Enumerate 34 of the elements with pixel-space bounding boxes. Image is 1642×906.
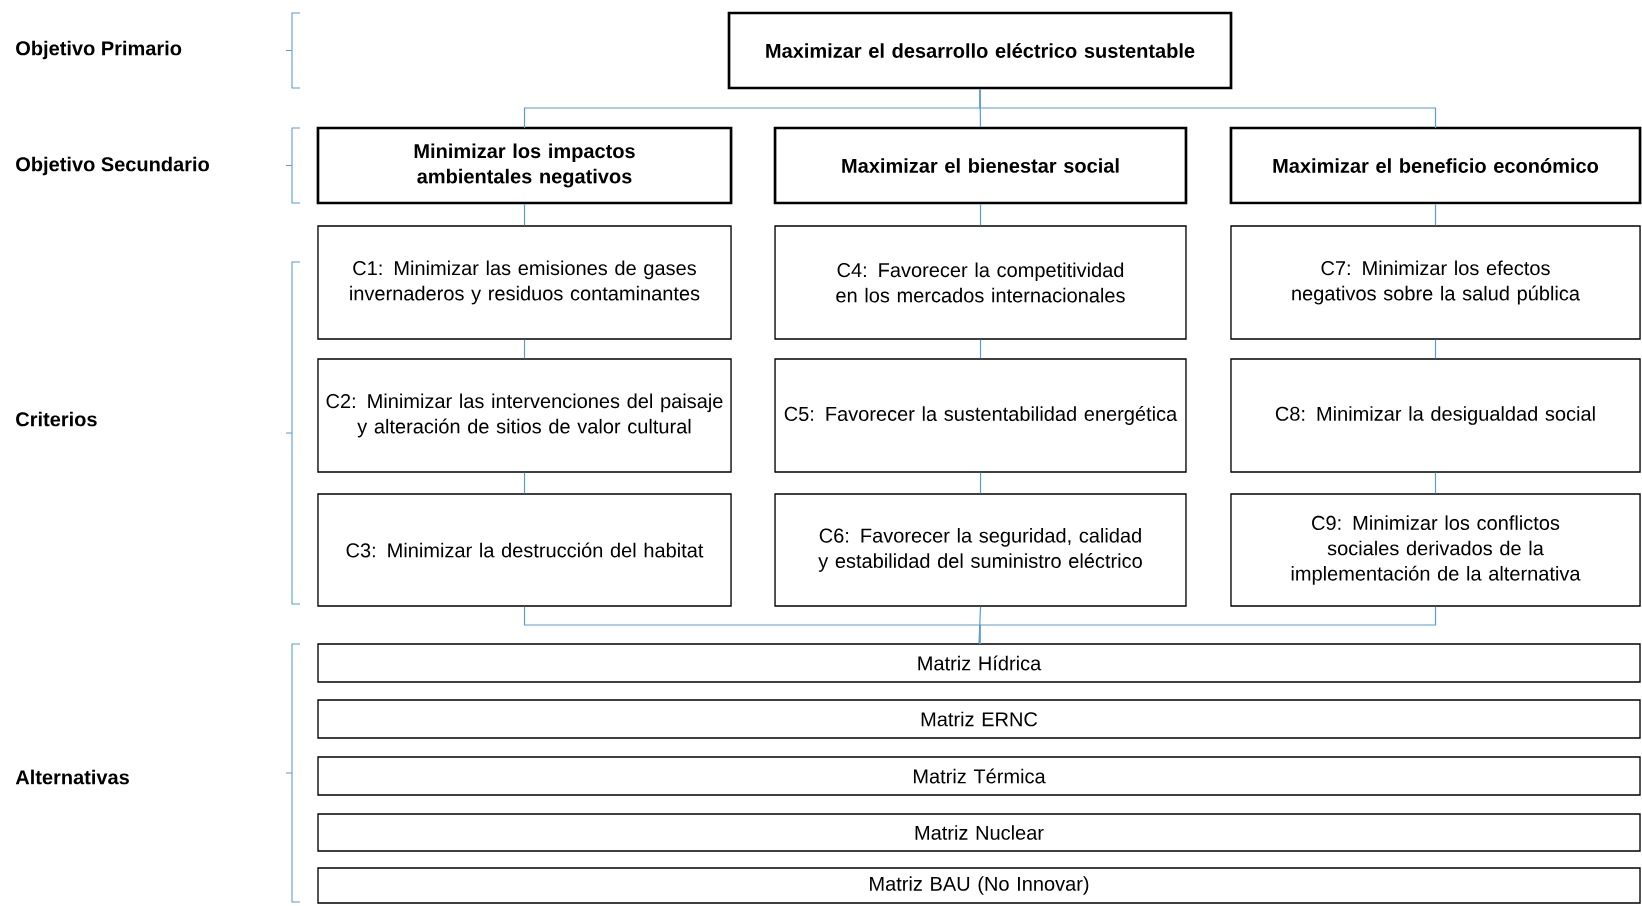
criterion-box: C5: Favorecer la sustentabilidad energética bbox=[774, 358, 1187, 473]
objective-box: Maximizar el bienestar social bbox=[773, 126, 1188, 205]
level-label: Alternativas bbox=[15, 769, 129, 785]
criterion-box: C4: Favorecer la competitividad en los mercados internacionales bbox=[774, 225, 1187, 340]
alternative-box: Matriz Térmica bbox=[317, 756, 1641, 796]
connector bbox=[978, 606, 982, 644]
objective-box: Maximizar el beneficio económico bbox=[1229, 126, 1642, 205]
criterion-box: C9: Minimizar los conflictos sociales derivados de la implementación de la alternativa bbox=[1230, 493, 1641, 607]
connector bbox=[523, 203, 526, 226]
criterion-box: C3: Minimizar la destrucción del habitat bbox=[317, 493, 732, 607]
connector bbox=[979, 203, 982, 226]
connector bbox=[1434, 339, 1437, 359]
connector bbox=[979, 339, 982, 359]
objective-box: Minimizar los impactos ambientales negativos bbox=[316, 126, 733, 205]
criterion-box: C6: Favorecer la seguridad, calidad y estabilidad del suministro eléctrico bbox=[774, 493, 1187, 607]
connector bbox=[1434, 472, 1437, 494]
level-label: Criterios bbox=[16, 411, 97, 427]
alternative-box: Matriz ERNC bbox=[317, 699, 1641, 739]
criterion-box: C7: Minimizar los efectos negativos sobre la salud pública bbox=[1230, 225, 1641, 340]
criterion-box: C2: Minimizar las intervenciones del paisaje y alteración de sitios de valor cultural bbox=[317, 358, 732, 473]
connector bbox=[979, 606, 1437, 645]
connector bbox=[979, 472, 982, 494]
alternative-box: Matriz BAU (No Innovar) bbox=[317, 867, 1641, 904]
level-label: Objetivo Secundario bbox=[16, 156, 209, 176]
criterion-box: C8: Minimizar la desigualdad social bbox=[1230, 358, 1641, 473]
level-label: Objetivo Primario bbox=[16, 40, 182, 60]
objective-box: Maximizar el desarrollo eléctrico sustentable bbox=[727, 11, 1233, 90]
alternative-box: Matriz Hídrica bbox=[317, 643, 1641, 683]
criterion-box: C1: Minimizar las emisiones de gases invernaderos y residuos contaminantes bbox=[317, 225, 732, 340]
connector bbox=[1434, 203, 1437, 226]
alternative-box: Matriz Nuclear bbox=[317, 813, 1641, 852]
connector bbox=[523, 472, 526, 494]
connector bbox=[979, 88, 1437, 129]
connector bbox=[523, 339, 526, 359]
